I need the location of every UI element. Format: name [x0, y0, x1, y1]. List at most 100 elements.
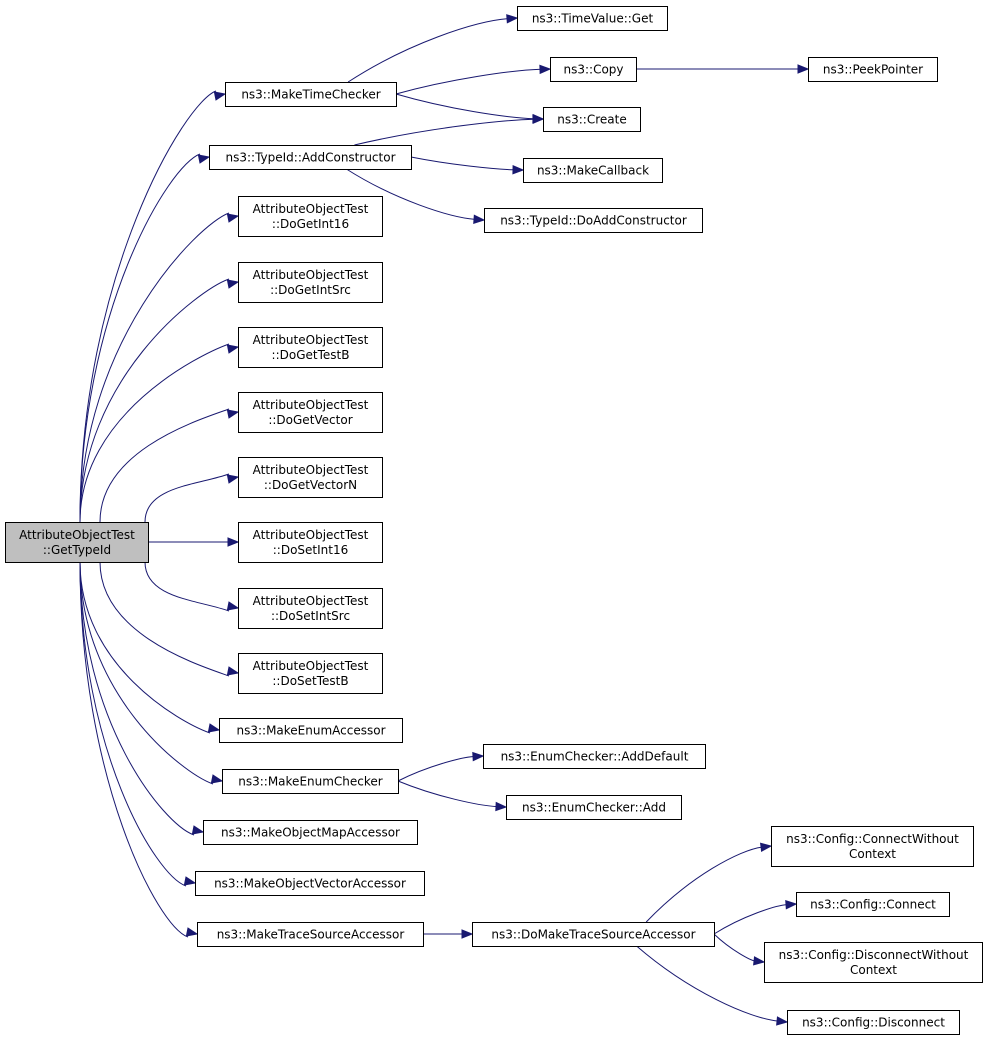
node-label: ::DoSetIntSrc	[271, 609, 350, 623]
arrow-head-icon	[213, 91, 227, 101]
edge-root-to-do-get-test-b	[79, 343, 240, 523]
node-box	[523, 158, 663, 183]
edge-line	[99, 408, 230, 523]
node-box	[203, 820, 418, 845]
node-label: ns3::Config::ConnectWithout	[786, 832, 959, 846]
node-do-set-int16[interactable]: AttributeObjectTest::DoSetInt16	[238, 522, 383, 563]
edge-line	[636, 945, 779, 1022]
arrow-head-icon	[207, 723, 221, 733]
edge-do-make-trace-source-accessor-to-config-disconnect	[636, 945, 789, 1026]
node-do-set-int-src[interactable]: AttributeObjectTest::DoSetIntSrc	[238, 588, 383, 629]
edge-line	[713, 904, 788, 935]
node-enum-add-default[interactable]: ns3::EnumChecker::AddDefault	[483, 744, 706, 769]
node-do-get-int16[interactable]: AttributeObjectTest::DoGetInt16	[238, 196, 383, 237]
node-add-constructor[interactable]: ns3::TypeId::AddConstructor	[209, 145, 412, 170]
arrow-head-icon	[226, 344, 240, 354]
node-enum-add[interactable]: ns3::EnumChecker::Add	[506, 795, 682, 820]
edge-line	[79, 153, 201, 523]
node-label: AttributeObjectTest	[253, 659, 369, 673]
node-box	[472, 922, 715, 947]
node-box	[197, 922, 424, 947]
node-box	[209, 145, 412, 170]
node-box	[222, 769, 399, 794]
node-box	[238, 196, 383, 237]
edge-root-to-make-object-vector-accessor	[79, 561, 197, 887]
node-box	[764, 942, 983, 983]
node-label: ns3::MakeObjectVectorAccessor	[214, 877, 406, 891]
edge-add-constructor-to-make-callback	[410, 156, 525, 175]
edge-add-constructor-to-do-add-constructor	[346, 168, 486, 224]
node-do-get-int-src[interactable]: AttributeObjectTest::DoGetIntSrc	[238, 262, 383, 303]
node-label: ns3::PeekPointer	[823, 63, 923, 77]
node-label: AttributeObjectTest	[253, 398, 369, 412]
node-label: ::DoSetInt16	[273, 543, 349, 557]
arrow-head-icon	[183, 876, 197, 886]
edge-copy-to-peek-pointer	[636, 64, 810, 74]
edge-make-time-checker-to-copy	[395, 64, 552, 95]
edge-line	[79, 561, 195, 836]
edge-make-time-checker-to-create	[395, 93, 545, 124]
node-copy[interactable]: ns3::Copy	[550, 57, 637, 82]
node-make-object-vector-accessor[interactable]: ns3::MakeObjectVectorAccessor	[195, 871, 425, 896]
edge-do-make-trace-source-accessor-to-config-connect	[713, 900, 798, 935]
node-make-enum-accessor[interactable]: ns3::MakeEnumAccessor	[219, 718, 403, 743]
edge-line	[79, 561, 214, 785]
arrow-head-icon	[461, 929, 474, 939]
nodes-layer: AttributeObjectTest::GetTypeIdns3::MakeT…	[5, 6, 983, 1035]
arrow-head-icon	[785, 900, 798, 910]
arrow-head-icon	[191, 825, 205, 835]
arrow-head-icon	[226, 666, 240, 676]
node-make-trace-source-accessor[interactable]: ns3::MakeTraceSourceAccessor	[197, 922, 424, 947]
arrow-head-icon	[506, 14, 519, 24]
node-box	[484, 208, 703, 233]
arrow-head-icon	[753, 956, 766, 966]
edge-line	[713, 933, 756, 962]
node-make-enum-checker[interactable]: ns3::MakeEnumChecker	[222, 769, 399, 794]
node-make-callback[interactable]: ns3::MakeCallback	[523, 158, 663, 183]
node-box	[238, 262, 383, 303]
node-box	[238, 653, 383, 694]
edge-add-constructor-to-create	[354, 114, 545, 146]
edge-line	[144, 561, 230, 612]
node-root[interactable]: AttributeObjectTest::GetTypeId	[5, 522, 149, 563]
node-label: ns3::Create	[557, 113, 626, 127]
node-label: ns3::TypeId::AddConstructor	[225, 151, 395, 165]
node-label: ::DoGetIntSrc	[270, 283, 351, 297]
node-do-get-vector-n[interactable]: AttributeObjectTest::DoGetVectorN	[238, 457, 383, 498]
node-do-make-trace-source-accessor[interactable]: ns3::DoMakeTraceSourceAccessor	[472, 922, 715, 947]
arrow-head-icon	[197, 154, 211, 164]
arrow-head-icon	[797, 64, 810, 74]
node-config-connect[interactable]: ns3::Config::Connect	[796, 892, 950, 917]
node-time-value-get[interactable]: ns3::TimeValue::Get	[517, 6, 668, 31]
node-label: AttributeObjectTest	[253, 202, 369, 216]
node-config-disconnect[interactable]: ns3::Config::Disconnect	[787, 1010, 960, 1035]
node-do-get-test-b[interactable]: AttributeObjectTest::DoGetTestB	[238, 327, 383, 368]
edge-root-to-do-set-int-src	[144, 561, 240, 612]
node-label: Context	[850, 963, 897, 977]
node-label: AttributeObjectTest	[253, 528, 369, 542]
node-label: ns3::EnumChecker::Add	[522, 801, 666, 815]
arrow-head-icon	[226, 279, 240, 289]
node-make-object-map-accessor[interactable]: ns3::MakeObjectMapAccessor	[203, 820, 418, 845]
edge-root-to-make-object-map-accessor	[79, 561, 205, 836]
node-label: ns3::Copy	[563, 63, 623, 77]
arrow-head-icon	[539, 64, 552, 75]
edge-root-to-do-set-int16	[149, 537, 240, 547]
node-box	[771, 826, 974, 867]
node-make-time-checker[interactable]: ns3::MakeTimeChecker	[225, 82, 397, 107]
node-do-add-constructor[interactable]: ns3::TypeId::DoAddConstructor	[484, 208, 703, 233]
edge-root-to-do-get-int16	[79, 212, 240, 523]
node-box	[195, 871, 425, 896]
node-label: ns3::MakeEnumChecker	[238, 775, 383, 789]
node-create[interactable]: ns3::Create	[543, 107, 641, 132]
node-peek-pointer[interactable]: ns3::PeekPointer	[808, 57, 938, 82]
edge-line	[397, 780, 498, 808]
node-box	[238, 522, 383, 563]
node-label: ns3::MakeTimeChecker	[241, 88, 380, 102]
node-do-set-test-b[interactable]: AttributeObjectTest::DoSetTestB	[238, 653, 383, 694]
node-label: ns3::TypeId::DoAddConstructor	[500, 214, 687, 228]
node-do-get-vector[interactable]: AttributeObjectTest::DoGetVector	[238, 392, 383, 433]
